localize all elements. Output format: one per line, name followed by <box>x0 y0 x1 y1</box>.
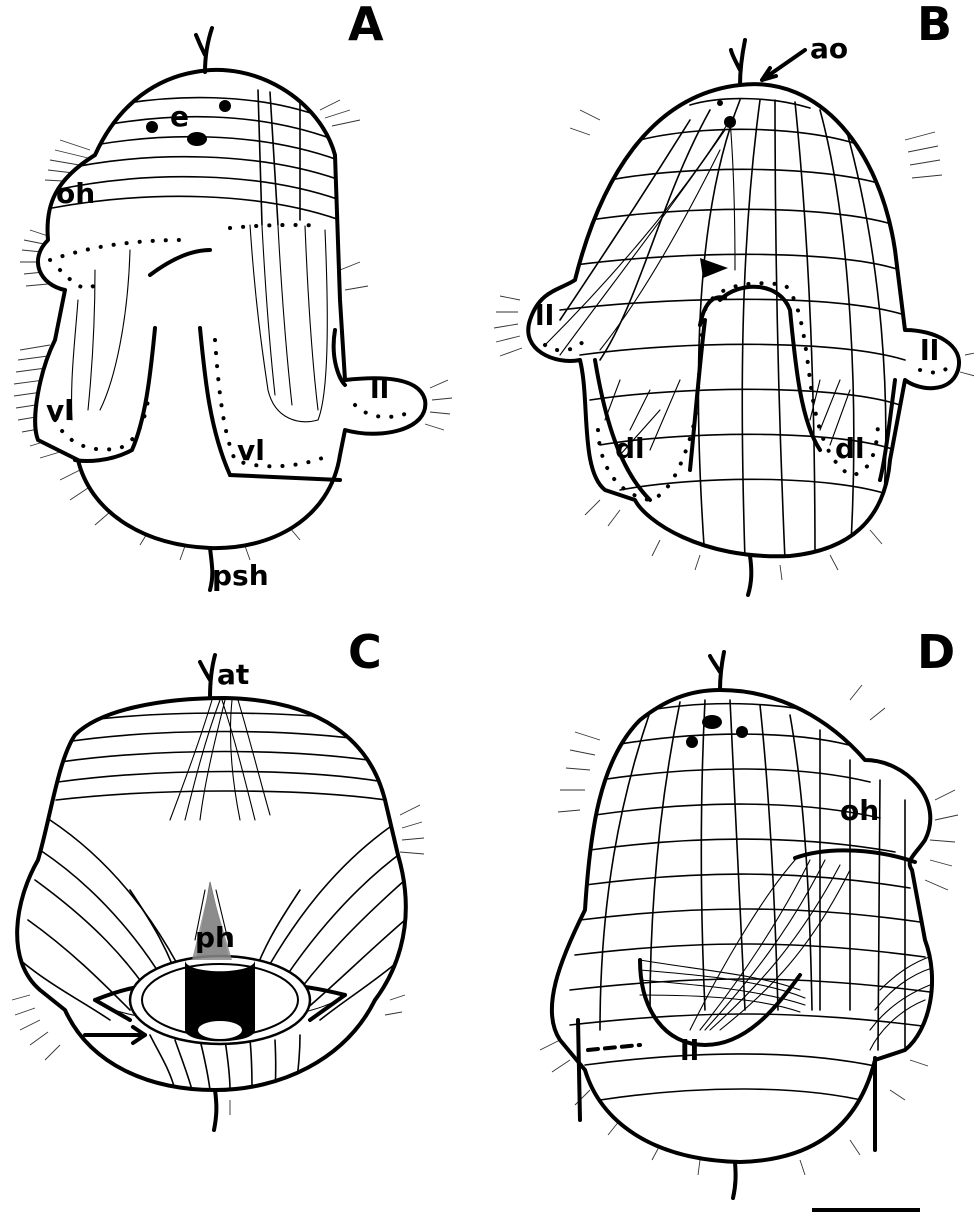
mouth-opening-c <box>198 1021 242 1039</box>
apical-tuft-d <box>710 652 724 690</box>
panel-d: D oh ll <box>540 625 958 1210</box>
posterior-hair-d <box>733 1162 736 1198</box>
apical-tuft-c <box>200 655 215 698</box>
label-dorsal-lobe-left-b: dl <box>615 432 645 465</box>
eyespot-small-b <box>717 100 723 106</box>
label-apical-tuft-c: at <box>217 658 249 691</box>
panel-b: B ao ll ll dl dl <box>494 0 974 595</box>
label-lateral-lobe-a: ll <box>370 372 389 405</box>
label-ventral-lobe-left-a: vl <box>46 394 74 427</box>
label-pharynx-c: ph <box>195 921 235 954</box>
label-oral-hood-a: oh <box>56 177 95 210</box>
panel-letter-d: D <box>917 625 955 679</box>
label-lateral-lobe-d: ll <box>680 1034 699 1067</box>
apical-tuft-b <box>731 40 745 85</box>
panel-letter-c: C <box>348 625 382 679</box>
ao-arrow-b <box>762 50 805 80</box>
posterior-hair-b <box>748 556 751 595</box>
label-posterior-hair-a: psh <box>212 559 269 592</box>
panel-letter-b: B <box>917 0 952 51</box>
label-oral-hood-d: oh <box>840 794 879 827</box>
label-apical-organ-b: ao <box>810 32 848 65</box>
eyespot-b <box>724 116 736 128</box>
panel-letter-a: A <box>348 0 384 51</box>
label-lateral-lobe-right-b: ll <box>920 334 939 367</box>
apical-tuft-a <box>196 28 212 72</box>
label-dorsal-lobe-right-b: dl <box>835 432 865 465</box>
label-eye-a: e <box>170 100 189 133</box>
label-lateral-lobe-left-b: ll <box>535 299 554 332</box>
posterior-hair-c <box>214 1090 216 1130</box>
panel-c: C at ph <box>12 625 424 1130</box>
panel-a: A <box>14 0 452 592</box>
label-ventral-lobe-right-a: vl <box>237 434 265 467</box>
